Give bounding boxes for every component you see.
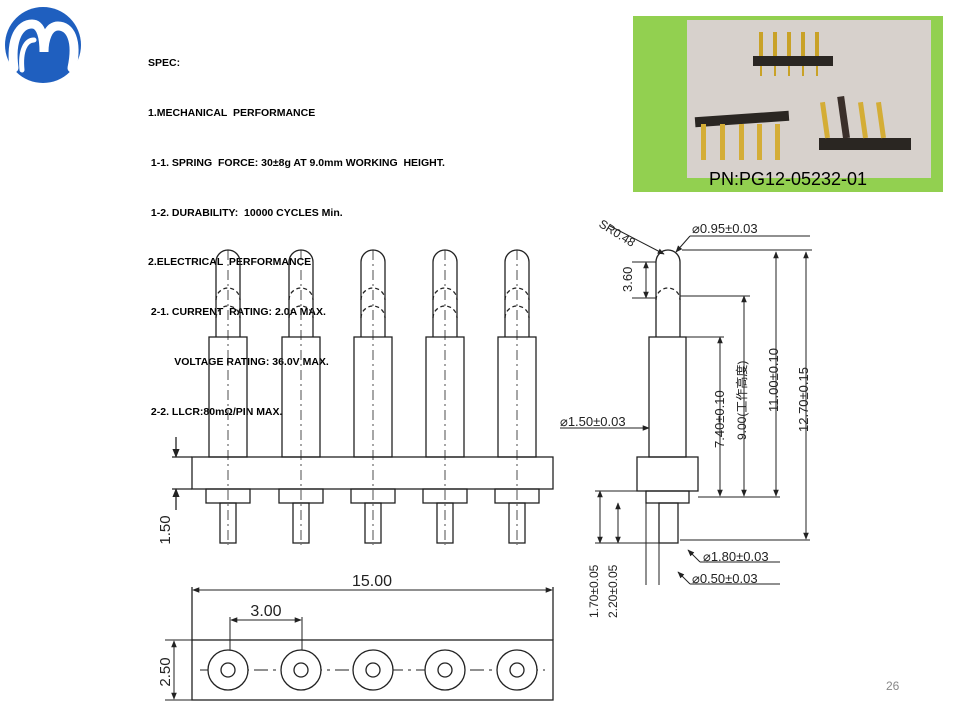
dim-radius-tip: SR0.48 (596, 217, 638, 250)
spec-line: VOLTAGE RATING: 36.0V MAX. (148, 355, 329, 368)
spec-line: 1-1. SPRING FORCE: 30±8g AT 9.0mm WORKIN… (148, 156, 445, 169)
front-pin (422, 249, 468, 545)
front-pin (350, 249, 396, 545)
front-pin (278, 249, 324, 545)
bottom-view-holes (207, 649, 538, 691)
dim-tip-diameter: ⌀0.95±0.03 (692, 221, 758, 236)
bottom-hole (280, 649, 322, 691)
spec-line: 2.ELECTRICAL PERFORMANCE (148, 256, 312, 269)
bottom-hole (207, 649, 249, 691)
front-pin (205, 249, 251, 545)
dim-working-height: 9.00(工作高度) (734, 361, 749, 440)
dim-depth: 2.50 (157, 657, 174, 686)
front-pin (494, 249, 540, 545)
front-view-housing (172, 437, 554, 510)
company-logo (5, 7, 81, 83)
bottom-hole (424, 649, 466, 691)
spec-line: 1-2. DURABILITY: 10000 CYCLES Min. (148, 206, 343, 219)
dim-total-length: 15.00 (352, 573, 392, 590)
spec-block: SPEC: 1.MECHANICAL PERFORMANCE 1-1. SPRI… (148, 22, 445, 437)
page-number: 26 (886, 679, 900, 693)
dim-tail-diameter: ⌀0.50±0.03 (692, 571, 758, 586)
dim-tail-length-2: 2.20±0.05 (606, 564, 620, 618)
side-view-pin (636, 249, 699, 544)
part-number: PN:PG12-05232-01 (708, 169, 868, 189)
product-photo-illustration (694, 32, 911, 164)
front-dim-1-50: 1.50 (157, 515, 174, 544)
front-view-pins (205, 249, 540, 545)
dim-height-11: 11.00±0.10 (766, 348, 781, 412)
dim-tip-stroke: 3.60 (620, 267, 635, 292)
product-photo (687, 20, 931, 178)
dim-collar-diameter: ⌀1.80±0.03 (703, 549, 769, 564)
spec-line: 2-2. LLCR:80mΩ/PIN MAX. (148, 405, 283, 418)
dim-barrel-diameter: ⌀1.50±0.03 (560, 414, 626, 429)
bottom-hole (352, 649, 394, 691)
dim-tail-length-1: 1.70±0.05 (587, 564, 601, 618)
side-view-dimensions (560, 225, 812, 585)
bottom-hole (496, 649, 538, 691)
dim-pitch: 3.00 (250, 603, 281, 620)
dim-height-7-4: 7.40±0.10 (712, 390, 727, 448)
spec-line: 1.MECHANICAL PERFORMANCE (148, 106, 316, 119)
dim-height-total: 12.70±0.15 (796, 367, 811, 432)
product-photo-panel: PN:PG12-05232-01 (633, 16, 943, 192)
spec-line: SPEC: (148, 57, 181, 70)
